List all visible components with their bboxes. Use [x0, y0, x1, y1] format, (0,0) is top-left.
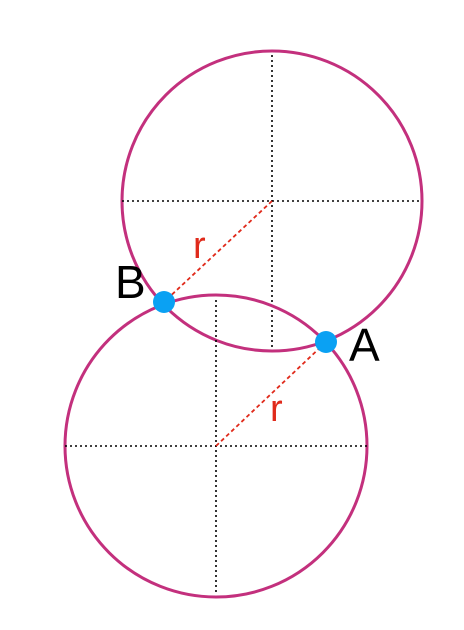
top-circle-group — [120, 49, 424, 353]
intersection-point-b — [153, 291, 175, 313]
bottom-circle-group — [63, 293, 369, 599]
top-radius-label: r — [193, 225, 206, 267]
top-circle-radius-line — [163, 200, 273, 303]
point-a-label: A — [349, 319, 380, 371]
bottom-circle-radius-line — [215, 341, 327, 447]
bottom-radius-label: r — [270, 388, 283, 430]
point-b-label: B — [115, 256, 146, 308]
intersection-point-a — [315, 331, 337, 353]
